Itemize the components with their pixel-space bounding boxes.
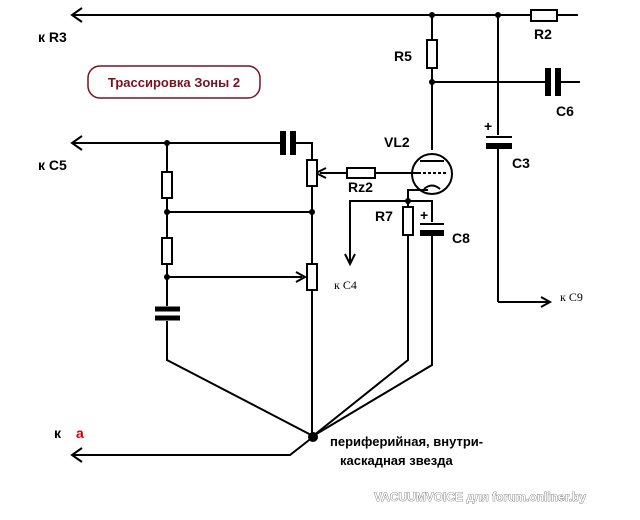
- label-star-2: каскадная звезда: [340, 453, 453, 468]
- c8-plate-2: [420, 230, 444, 236]
- label-vl2: VL2: [384, 134, 410, 150]
- label-rz2: Rz2: [348, 179, 373, 195]
- title-text: Трассировка Зоны 2: [108, 75, 240, 90]
- resistor-left-1: [161, 171, 173, 199]
- pot-upper: [306, 159, 318, 187]
- ground-arrow: [70, 447, 83, 463]
- label-star-1: периферийная, внутри-: [330, 434, 483, 449]
- resistor-rz2: [346, 167, 376, 179]
- resistor-r5: [426, 39, 438, 69]
- label-c6: C6: [556, 103, 574, 119]
- pot-lower: [306, 263, 318, 291]
- label-k: к: [54, 425, 62, 441]
- resistor-r2: [530, 9, 558, 22]
- k-c5-arrow: [70, 135, 83, 151]
- title-box: [87, 65, 261, 99]
- label-r2: R2: [534, 26, 552, 42]
- c3-plus: +: [484, 118, 492, 134]
- label-c8: C8: [452, 230, 470, 246]
- k-r3-arrow: [70, 7, 83, 23]
- label-r7: R7: [375, 208, 393, 224]
- label-a: а: [76, 425, 84, 441]
- c4-wire: [349, 200, 408, 262]
- junction-c6: [429, 79, 435, 85]
- resistor-r7: [402, 206, 414, 236]
- cap-c5-wire: [296, 142, 313, 160]
- tube-cathode: [423, 184, 441, 190]
- label-k-r3: к R3: [38, 29, 67, 45]
- label-c3: C3: [512, 155, 530, 171]
- label-k-c9: к C9: [560, 290, 583, 304]
- label-k-c5: к C5: [38, 157, 67, 173]
- bridge-arrow-2: [295, 271, 308, 283]
- c8-wire-bottom: [312, 236, 433, 437]
- r7-wire-bottom: [312, 235, 409, 437]
- label-k-c4: к C4: [334, 278, 357, 292]
- label-r5: R5: [394, 48, 412, 64]
- cathode-wire: [407, 189, 428, 200]
- c8-plus: +: [420, 207, 428, 223]
- c4-arrow: [344, 253, 356, 267]
- c8-wire-top: [408, 200, 433, 222]
- c3-plate-2: [486, 143, 512, 149]
- left-cap-wire: [166, 321, 314, 437]
- ground-wire: [72, 436, 314, 456]
- resistor-left-2: [161, 237, 173, 265]
- watermark: VACUUMVOICE для forum.onliner.by: [374, 490, 586, 504]
- c9-arrow: [540, 296, 553, 308]
